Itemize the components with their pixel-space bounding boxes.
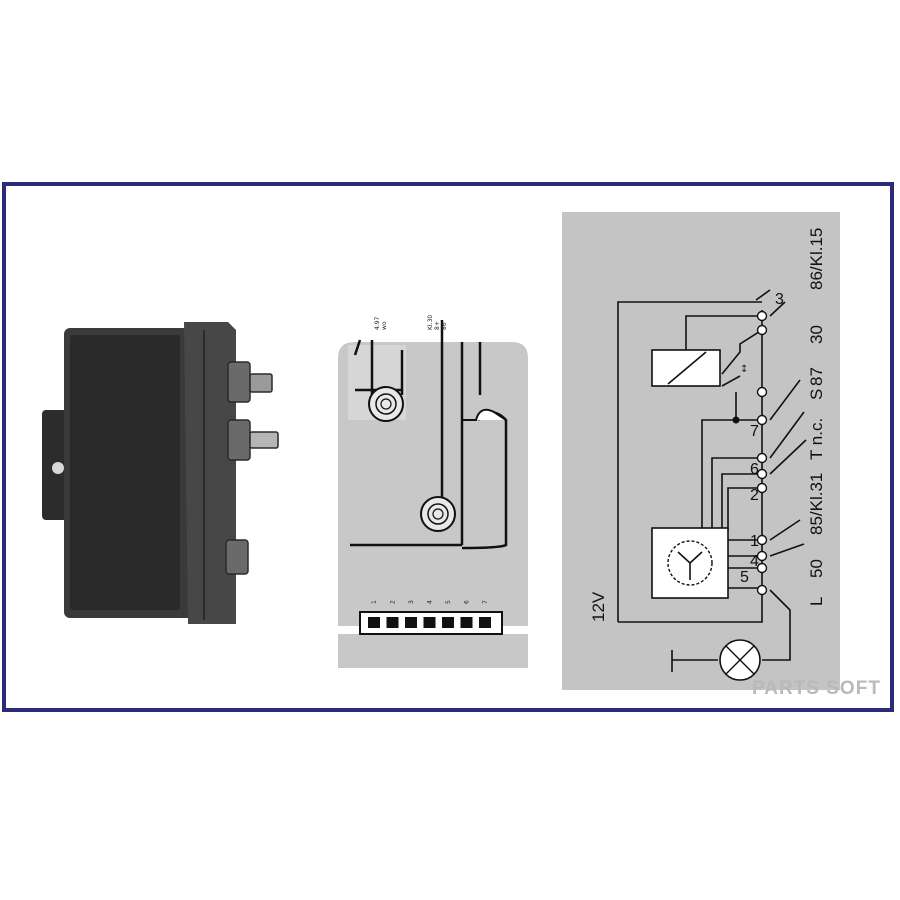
terminal-connection [756, 562, 768, 574]
plug-pin-number: 7 [482, 600, 489, 604]
terminal-label: 50 [807, 559, 826, 578]
plug-connector: 1 2 3 4 5 6 7 [338, 600, 528, 635]
wiring-pin-number: 5 [740, 569, 749, 586]
terminal-connection [756, 324, 768, 336]
terminal-connection [756, 414, 768, 426]
wiring-pin-number: 2 [750, 487, 759, 504]
plug-pin-slot [423, 617, 436, 628]
stud-terminal-1 [368, 386, 404, 422]
terminal-connection [756, 550, 768, 562]
plug-pin-slot [386, 617, 399, 628]
watermark: PARTS SOFT [752, 678, 881, 699]
plug-pin-slot [405, 617, 417, 628]
terminal-connection [756, 534, 768, 546]
junction-dot [732, 416, 740, 424]
terminal-label: 30 [807, 325, 826, 344]
stud-terminal-2 [420, 496, 456, 532]
terminal-connection [756, 482, 768, 494]
terminal-studs [225, 361, 279, 575]
plug-pin-number: 1 [371, 600, 378, 604]
wiring-pin-number: 6 [750, 461, 759, 478]
plug-pin-number: 3 [408, 600, 415, 604]
terminal-connection [756, 584, 768, 596]
wiring-pin-number: 1 [750, 533, 759, 550]
connector-label-2: KI.308+86 [427, 315, 448, 330]
terminal-label: T n.c. [807, 418, 826, 460]
plug-pin-number: 6 [464, 600, 471, 604]
wiring-pin-number: 4 [750, 553, 759, 570]
wiring-pin-number: 3 [775, 291, 784, 308]
terminal-label: S [807, 389, 826, 400]
plug-pin-number: 5 [445, 600, 452, 604]
plug-pin-slot [368, 617, 380, 628]
supply-voltage-label: 12V [589, 591, 608, 622]
indicator-lamp [719, 639, 761, 681]
terminal-label: 86/Kl.15 [807, 228, 826, 290]
wiring-diagram: ↕ 3 7 6 2 1 45 86/Kl.15 30 87S T n.c. 85/Kl.31 50L… [562, 212, 840, 690]
terminal-label: 85/Kl.31 [807, 473, 826, 535]
plug-pin-number: 2 [390, 600, 397, 604]
plug-pin-slot [460, 617, 473, 628]
plug-pin-number: 4 [427, 600, 434, 604]
terminal-connection [756, 468, 768, 480]
terminal-connection [756, 452, 768, 464]
terminal-label: 87 [807, 367, 826, 386]
mounting-hole [52, 462, 64, 474]
mounting-diagram: 4.97wo KI.308+86 1 2 3 4 5 6 7 [338, 315, 528, 668]
terminal-connection [756, 310, 768, 322]
relay-photo [42, 322, 279, 624]
plug-pin-slot [442, 617, 454, 628]
wiring-pin-number: 7 [750, 423, 759, 440]
svg-text:↕: ↕ [740, 364, 748, 375]
plug-pin-slot [479, 617, 491, 628]
relay-coil [651, 349, 721, 387]
terminal-label: L [807, 597, 826, 606]
connector-label-1: 4.97wo [374, 316, 388, 330]
terminal-connection [756, 386, 768, 398]
